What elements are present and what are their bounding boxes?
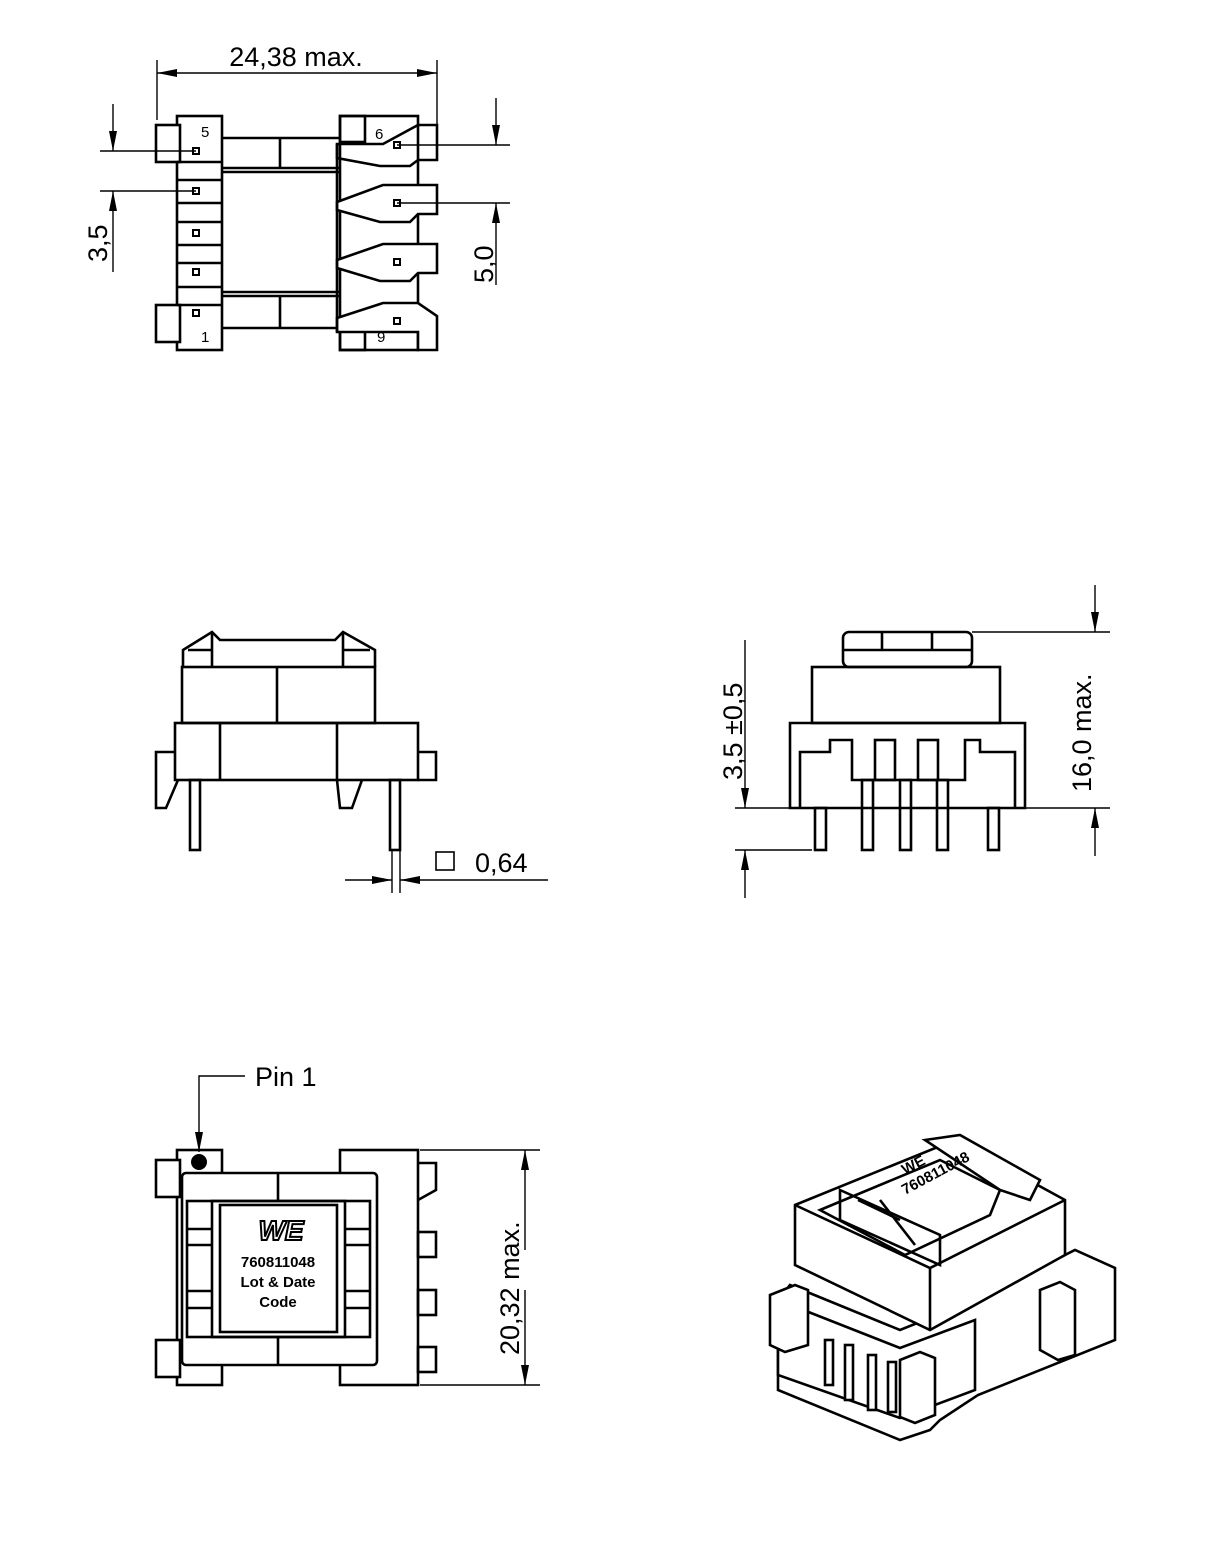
top-view: 24,38 max. 5 1 [83,42,510,352]
we-logo: WE [258,1215,304,1246]
standoff-dimension: 3,5 ±0,5 [718,683,748,780]
pin-label-6: 6 [375,126,383,143]
pitch-right-dimension: 5,0 [469,245,499,283]
right-side-view: 16,0 max. 3,5 ±0,5 [718,585,1110,898]
code-line: Code [259,1294,297,1311]
square-pin-symbol [435,851,455,871]
pin-label-1: 1 [201,329,209,346]
front-side-view: 0,64 [154,630,548,893]
width-dimension: 24,38 max. [229,42,363,72]
isometric-view: WE 760811048 [768,1133,1117,1442]
pitch-left-dimension: 3,5 [83,224,113,262]
pin-size-dimension: 0,64 [475,848,528,878]
pin-label-5: 5 [201,124,209,141]
height-dimension: 16,0 max. [1067,673,1097,792]
pin1-dot [191,1154,207,1170]
bottom-view: WE 760811048 Lot & Date Code Pin 1 20,32… [154,1062,540,1387]
depth-dimension: 20,32 max. [495,1221,525,1355]
part-number: 760811048 [241,1254,315,1271]
pin1-label: Pin 1 [255,1062,317,1092]
lot-date-line: Lot & Date [241,1274,316,1291]
pin-label-9: 9 [377,329,385,346]
